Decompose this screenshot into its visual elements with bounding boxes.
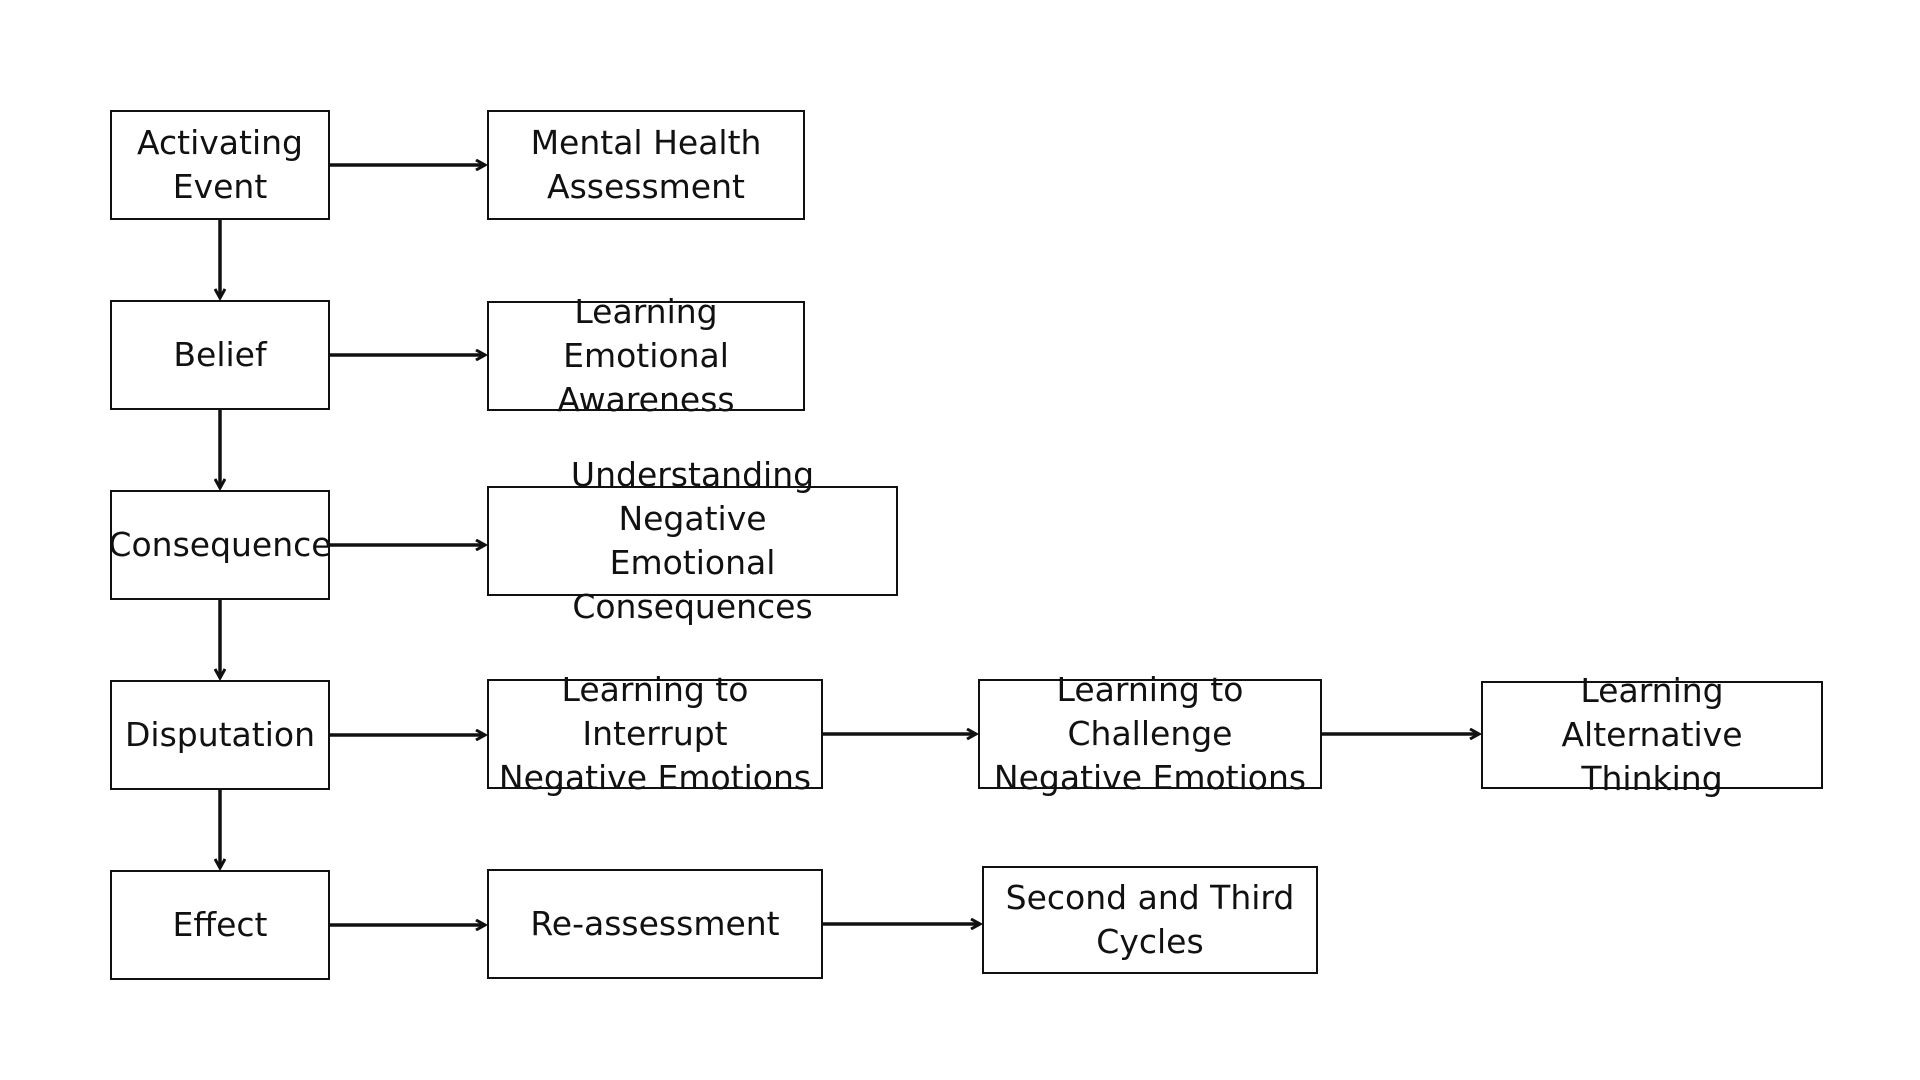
node-label: Learning Emotional Awareness [557, 292, 735, 419]
node-label: Learning Alternative Thinking [1561, 671, 1743, 798]
node-label: Mental Health Assessment [530, 123, 762, 206]
node-label: Disputation [124, 715, 315, 754]
node-second-third-cycles: Second and Third Cycles [982, 866, 1318, 974]
node-learning-emotional-awareness: Learning Emotional Awareness [487, 292, 805, 419]
node-label: Activating Event [137, 123, 303, 206]
node-label: Second and Third Cycles [1005, 878, 1295, 961]
node-label: Belief [173, 335, 267, 374]
node-label: Learning to Interrupt Negative Emotions [498, 670, 812, 797]
node-effect: Effect [110, 870, 330, 980]
node-label: Learning to Challenge Negative Emotions [993, 670, 1307, 797]
node-learning-to-challenge: Learning to Challenge Negative Emotions [978, 670, 1322, 797]
node-label: Effect [172, 905, 268, 944]
node-understanding-negative-consequences: Understanding Negative Emotional Consequ… [487, 455, 898, 626]
node-activating-event: Activating Event [110, 110, 330, 220]
node-disputation: Disputation [110, 680, 330, 790]
node-belief: Belief [110, 300, 330, 410]
node-reassessment: Re-assessment [487, 869, 823, 979]
node-label: Re-assessment [530, 904, 780, 943]
node-mental-health-assessment: Mental Health Assessment [487, 110, 805, 220]
node-learning-alternative-thinking: Learning Alternative Thinking [1481, 671, 1823, 798]
node-consequence: Consequence [108, 490, 332, 600]
node-label: Consequence [108, 525, 332, 564]
node-learning-to-interrupt: Learning to Interrupt Negative Emotions [487, 670, 823, 797]
node-label: Understanding Negative Emotional Consequ… [570, 455, 815, 626]
